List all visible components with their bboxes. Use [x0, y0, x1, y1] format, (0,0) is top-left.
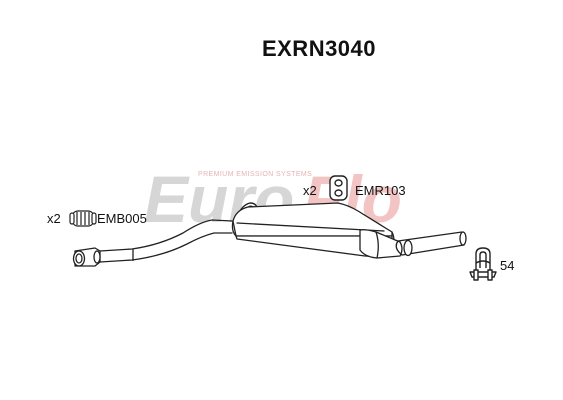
front-pipe-bottom	[99, 232, 233, 263]
gasket-quantity: x2	[47, 211, 61, 226]
front-flange	[72, 247, 101, 267]
rubber-mount-code: EMR103	[355, 183, 406, 198]
silencer-end	[359, 229, 403, 259]
clamp-part-number: 54	[500, 258, 515, 273]
front-pipe-top	[99, 219, 233, 252]
exhaust-assembly	[72, 202, 467, 267]
eurofloo-watermark: Euro Flo PREMIUM EMISSION SYSTEMS	[144, 162, 402, 236]
part-number-title: EXRN3040	[261, 36, 377, 61]
watermark-tagline: PREMIUM EMISSION SYSTEMS	[198, 171, 312, 178]
u-bolt-clamp-icon	[469, 247, 497, 281]
rubber-hanger-icon	[329, 175, 348, 201]
gasket-code: EMB005	[97, 211, 147, 226]
tail-pipe	[395, 231, 467, 257]
spring-gasket-icon	[69, 210, 97, 227]
rubber-mount-quantity: x2	[303, 183, 317, 198]
